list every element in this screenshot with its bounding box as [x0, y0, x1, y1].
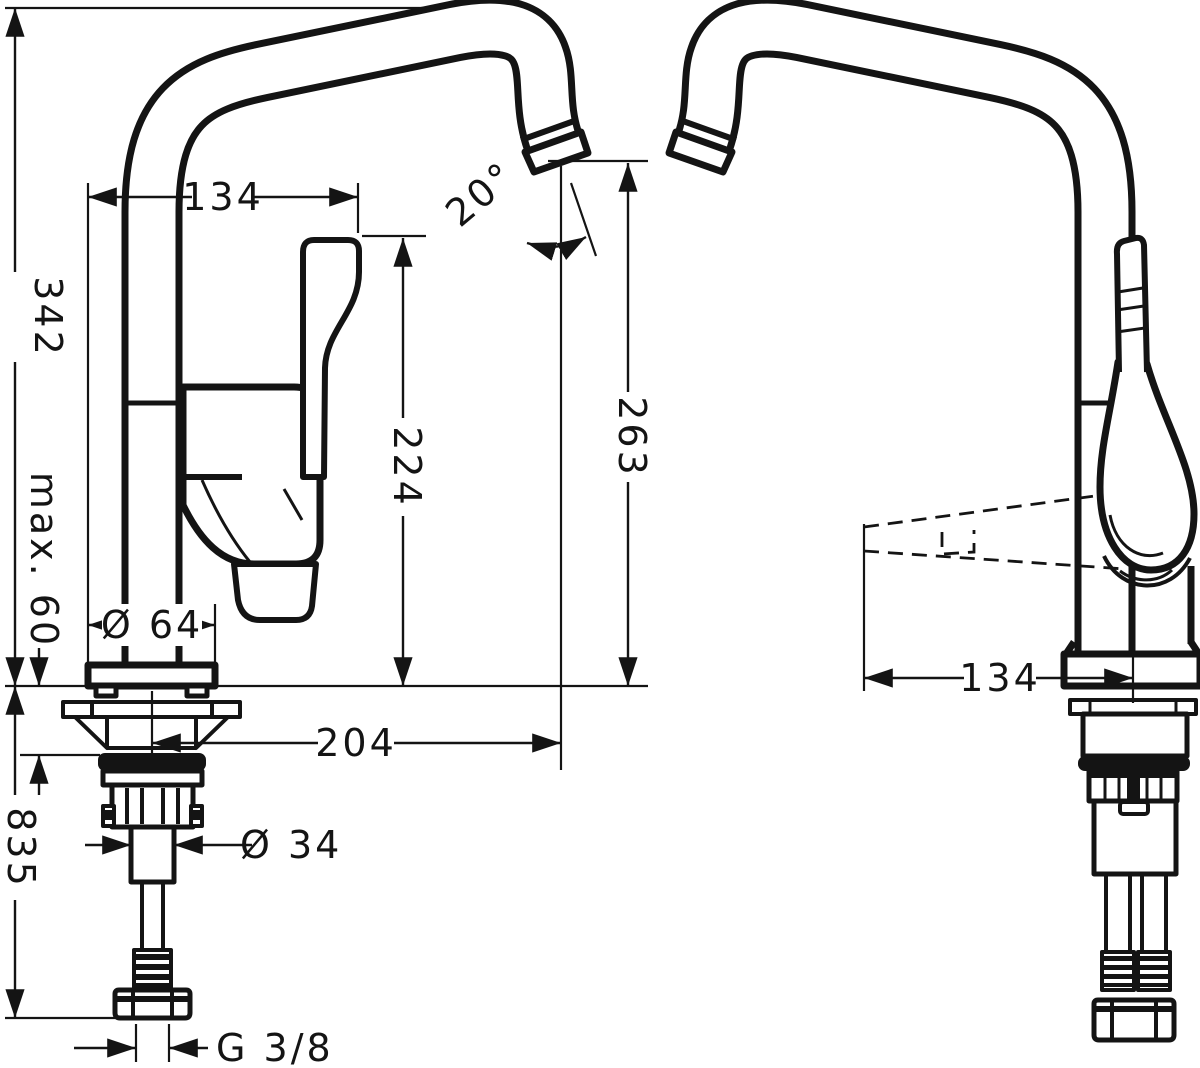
housing-seam-curve	[200, 479, 252, 563]
dim-outlet-height: 263	[548, 159, 654, 686]
right-aerator-cap	[665, 128, 736, 176]
escutcheon-foot-right	[184, 683, 210, 699]
dim-max-counter: max. 60	[20, 472, 100, 795]
base-escutcheon	[84, 661, 219, 690]
housing-seam-diagonal	[282, 488, 304, 521]
dim-connection-thread: G 3/8	[74, 1024, 334, 1068]
swivel-handle-profile	[940, 530, 976, 556]
threaded-rod	[1127, 774, 1140, 804]
spout-tube-outline	[121, 0, 583, 666]
dim-label-134-top: 134	[182, 175, 264, 219]
handle-teardrop	[1096, 358, 1198, 574]
dim-label-342: 342	[26, 276, 70, 358]
right-handle-blade	[1113, 234, 1150, 373]
dim-handle-height: 224	[362, 234, 429, 686]
aerator-band-line	[519, 117, 579, 143]
right-spout-tube-outline	[674, 0, 1136, 660]
dim-top-offset: 134	[86, 175, 360, 667]
dim-label-224: 224	[385, 426, 429, 508]
right-shank-block	[1080, 711, 1190, 759]
threaded-shank	[128, 824, 177, 885]
dim-spout-angle: 20°	[437, 153, 598, 261]
right-spout-tube-core	[681, 3, 1129, 660]
dim-label-134-right: 134	[959, 656, 1041, 700]
dim-label-204: 204	[315, 721, 397, 765]
dim-label-263: 263	[610, 396, 654, 478]
dim-shank-diameter: Ø 34	[85, 823, 342, 867]
left-view-faucet	[84, 0, 592, 699]
dim-label-d34: Ø 34	[240, 823, 342, 867]
dim-spout-reach: 204	[150, 166, 563, 770]
dim-hose-length: 835	[0, 686, 115, 1020]
right-view-mounting	[1068, 698, 1198, 1043]
castellated-nut	[109, 782, 196, 830]
handle-socket-arc2	[1119, 568, 1174, 582]
dim-label-835: 835	[0, 807, 43, 889]
housing-lower-cap	[231, 561, 319, 623]
aerator-cap	[521, 128, 592, 176]
handle-swivel-dashed	[863, 493, 1126, 571]
dim-base-diameter: Ø 64	[88, 603, 217, 667]
handle-inner-arc	[1108, 514, 1164, 558]
dim-label-max60: max. 60	[22, 472, 66, 648]
dim-label-d64: Ø 64	[101, 603, 203, 647]
right-aerator-band-line	[678, 117, 738, 143]
left-view-mounting	[61, 700, 242, 1021]
rod-washer	[1118, 800, 1150, 816]
lever-handle	[300, 237, 362, 480]
escutcheon-foot-left	[93, 683, 119, 699]
spout-tube-core	[128, 3, 576, 666]
dim-label-20deg: 20°	[437, 153, 524, 236]
hose-hex-nut	[112, 987, 193, 1021]
dim-label-g38: G 3/8	[216, 1026, 334, 1068]
dim-total-height: 342	[5, 8, 70, 686]
right-view-faucet	[665, 0, 1200, 690]
right-oring-band	[1078, 756, 1190, 771]
dim-swivel-radius: 134	[862, 524, 1135, 703]
